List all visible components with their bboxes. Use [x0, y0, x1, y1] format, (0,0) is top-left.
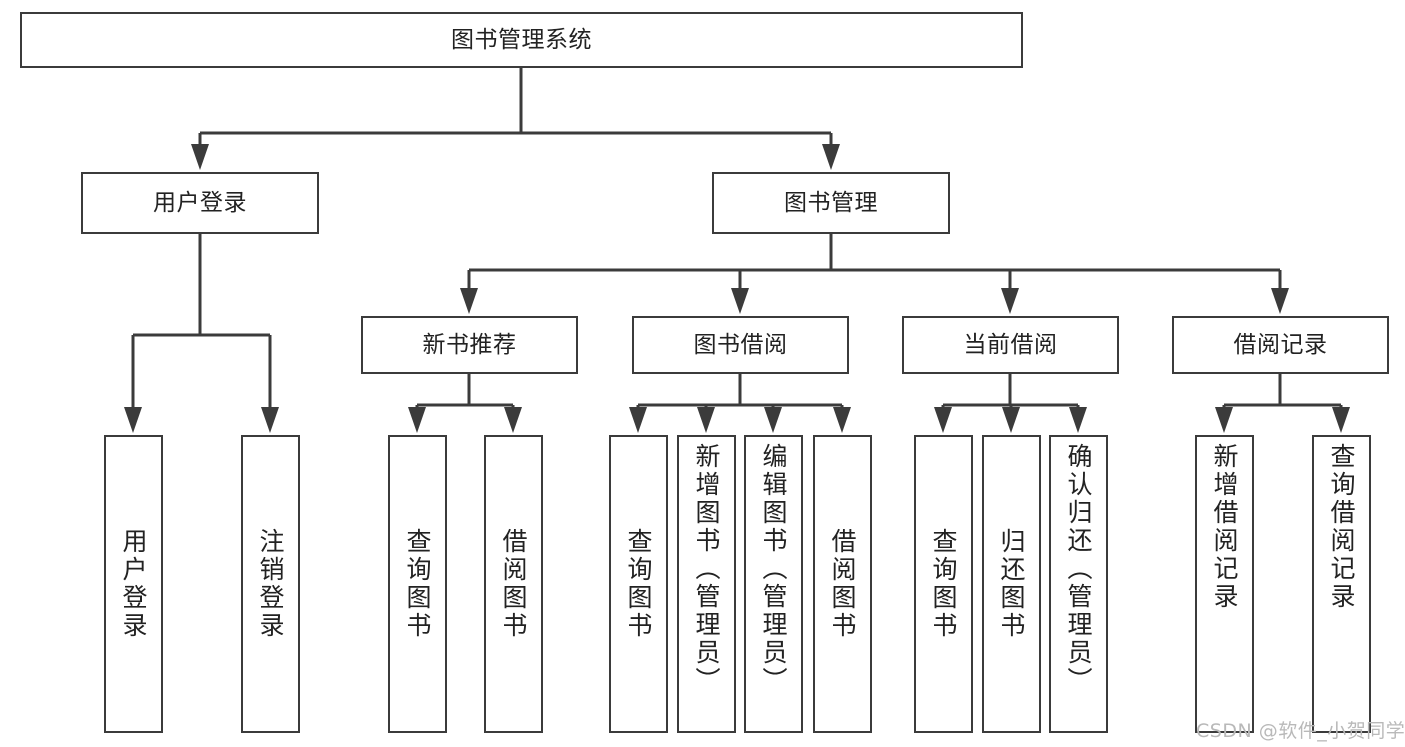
node-book-manage: 图书管理: [712, 172, 950, 234]
node-leaf-edit-book: 编辑图书（管理员）: [744, 435, 803, 733]
arrowhead: [822, 144, 840, 170]
node-user-login-label: 用户登录: [153, 189, 247, 216]
node-leaf-query-book-cur: 查询图书: [914, 435, 973, 733]
node-leaf-confirm-return: 确认归还（管理员）: [1049, 435, 1108, 733]
node-book-borrow: 图书借阅: [632, 316, 849, 374]
arrowhead: [124, 407, 142, 433]
node-root: 图书管理系统: [20, 12, 1023, 68]
arrowhead: [833, 407, 851, 433]
arrowhead: [1069, 407, 1087, 433]
node-current-borrow-label: 当前借阅: [963, 331, 1058, 358]
node-leaf-return-book: 归还图书: [982, 435, 1041, 733]
node-current-borrow: 当前借阅: [902, 316, 1119, 374]
node-leaf-user-login: 用户登录: [104, 435, 163, 733]
node-leaf-logout: 注销登录: [241, 435, 300, 733]
node-leaf-query-book-cur-label: 查询图书: [929, 528, 958, 640]
node-leaf-query-book-rec: 查询图书: [388, 435, 447, 733]
node-borrow-record: 借阅记录: [1172, 316, 1389, 374]
node-leaf-borrow-book-rec-label: 借阅图书: [499, 528, 528, 640]
node-leaf-user-login-label: 用户登录: [119, 528, 148, 640]
node-leaf-query-record-label: 查询借阅记录: [1327, 443, 1356, 611]
node-leaf-add-record: 新增借阅记录: [1195, 435, 1254, 733]
node-user-login: 用户登录: [81, 172, 319, 234]
node-leaf-query-book-bor-label: 查询图书: [624, 528, 653, 640]
node-new-book-rec-label: 新书推荐: [422, 331, 517, 358]
node-leaf-query-book-rec-label: 查询图书: [403, 528, 432, 640]
arrowhead: [504, 407, 522, 433]
arrowhead: [1002, 407, 1020, 433]
node-leaf-edit-book-label: 编辑图书（管理员）: [759, 443, 788, 695]
arrowhead: [731, 288, 749, 314]
node-leaf-borrow-book-rec: 借阅图书: [484, 435, 543, 733]
node-leaf-borrow-book-bor-label: 借阅图书: [828, 528, 857, 640]
node-leaf-return-book-label: 归还图书: [997, 528, 1026, 640]
arrowhead: [1271, 288, 1289, 314]
node-root-label: 图书管理系统: [451, 26, 592, 53]
node-new-book-rec: 新书推荐: [361, 316, 578, 374]
watermark: CSDN @软件_小贺同学: [1196, 720, 1405, 742]
arrowhead: [1215, 407, 1233, 433]
arrowhead: [191, 144, 209, 170]
arrowhead: [764, 407, 782, 433]
arrowhead: [408, 407, 426, 433]
node-leaf-logout-label: 注销登录: [256, 528, 285, 640]
arrowhead: [934, 407, 952, 433]
arrowhead: [460, 288, 478, 314]
node-leaf-query-book-bor: 查询图书: [609, 435, 668, 733]
node-borrow-record-label: 借阅记录: [1233, 331, 1328, 358]
node-book-borrow-label: 图书借阅: [693, 331, 788, 358]
node-book-manage-label: 图书管理: [784, 189, 878, 216]
node-leaf-confirm-return-label: 确认归还（管理员）: [1064, 443, 1093, 695]
node-leaf-add-book-label: 新增图书（管理员）: [692, 443, 721, 695]
node-leaf-borrow-book-bor: 借阅图书: [813, 435, 872, 733]
arrowhead: [629, 407, 647, 433]
node-leaf-query-record: 查询借阅记录: [1312, 435, 1371, 733]
arrowhead: [1332, 407, 1350, 433]
node-leaf-add-record-label: 新增借阅记录: [1210, 443, 1239, 611]
arrowhead: [1001, 288, 1019, 314]
arrowhead: [697, 407, 715, 433]
node-leaf-add-book: 新增图书（管理员）: [677, 435, 736, 733]
arrowhead: [261, 407, 279, 433]
